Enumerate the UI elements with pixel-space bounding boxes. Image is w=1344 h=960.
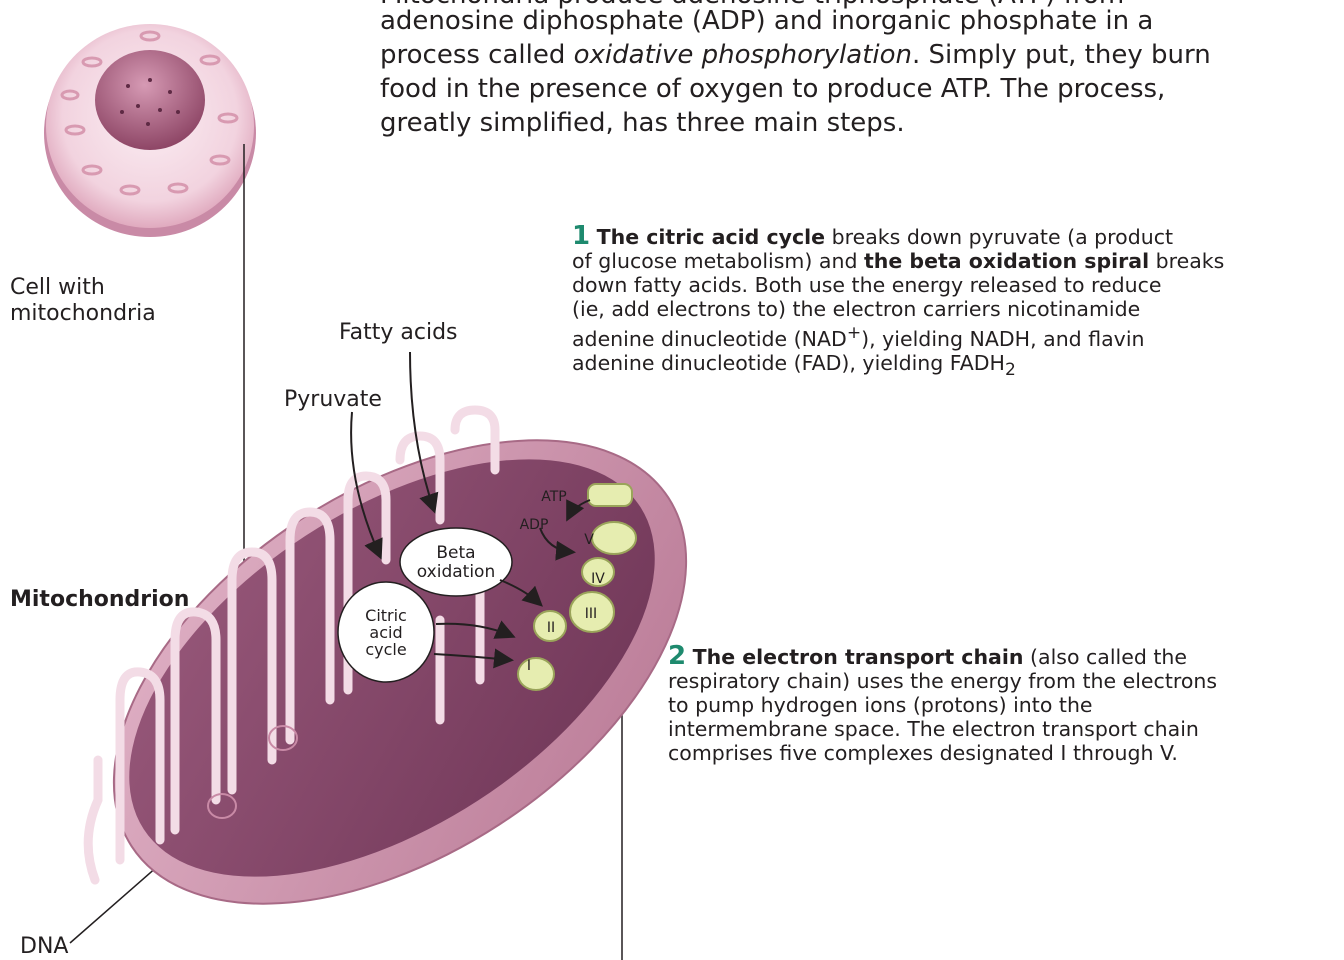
complex-2-label: II (547, 620, 555, 636)
mitochondrion-label: Mitochondrion (10, 587, 189, 613)
step-1-line-5-pre: adenine dinucleotide (NAD (572, 327, 847, 351)
step-2-line-3: to pump hydrogen ions (protons) into the (668, 693, 1217, 717)
step-1-line-4: (ie, add electrons to) the electron carr… (572, 297, 1224, 321)
cell-illustration (44, 24, 256, 237)
adp-label: ADP (520, 517, 549, 533)
step-2-line-5: comprises five complexes designated I th… (668, 741, 1217, 765)
step-2-line-4: intermembrane space. The electron transp… (668, 717, 1217, 741)
step-1-line-6-pre: adenine dinucleotide (FAD), yielding FAD… (572, 351, 1005, 375)
step-2-line-1: 2 The electron transport chain (also cal… (668, 644, 1217, 669)
step-2-text: 2 The electron transport chain (also cal… (668, 644, 1217, 765)
cell-label-line-2: mitochondria (10, 301, 156, 327)
step-1-line-1: 1 The citric acid cycle breaks down pyru… (572, 224, 1224, 249)
step-1-line-5: adenine dinucleotide (NAD+), yielding NA… (572, 321, 1224, 351)
step-1-line-6: adenine dinucleotide (FAD), yielding FAD… (572, 351, 1224, 382)
step-1-number: 1 (572, 221, 590, 251)
step-2-line-2: respiratory chain) uses the energy from … (668, 669, 1217, 693)
step-1-line-2: of glucose metabolism) and the beta oxid… (572, 249, 1224, 273)
step-1-title-a: The citric acid cycle (597, 225, 825, 249)
step-2-line-1-rest: (also called the (1024, 645, 1188, 669)
complex-1-label: I (527, 658, 531, 674)
complex-1 (518, 658, 554, 690)
step-1-line-1-rest: breaks down pyruvate (a product (825, 225, 1173, 249)
step-1-line-5-sup: + (847, 323, 861, 343)
step-2-title: The electron transport chain (693, 645, 1024, 669)
atp-label: ATP (541, 489, 566, 505)
complex-3-label: III (585, 606, 597, 622)
complex-4-label: IV (591, 571, 605, 587)
pyruvate-label: Pyruvate (284, 387, 382, 413)
fatty-acids-label: Fatty acids (339, 320, 458, 346)
atp-synthase-head (588, 484, 632, 506)
cell-label-line-1: Cell with (10, 275, 156, 301)
step-1-text: 1 The citric acid cycle breaks down pyru… (572, 224, 1224, 382)
nucleus (95, 50, 205, 150)
complex-5-label: V (584, 532, 594, 548)
cell-label: Cell with mitochondria (10, 275, 156, 327)
step-1-line-2-pre: of glucose metabolism) and (572, 249, 864, 273)
step-1-line-5-post: ), yielding NADH, and flavin (861, 327, 1144, 351)
complex-5 (592, 522, 636, 554)
beta-label-2: oxidation (417, 562, 495, 582)
citric-label-3: cycle (365, 640, 406, 659)
step-2-number: 2 (668, 641, 686, 671)
dna-label: DNA (20, 934, 68, 960)
step-1-title-b: the beta oxidation spiral (864, 249, 1149, 273)
step-1-line-2-post: breaks (1149, 249, 1224, 273)
step-1-line-6-sub: 2 (1005, 360, 1016, 380)
step-1-line-3: down fatty acids. Both use the energy re… (572, 273, 1224, 297)
beta-label-1: Beta (436, 543, 475, 563)
